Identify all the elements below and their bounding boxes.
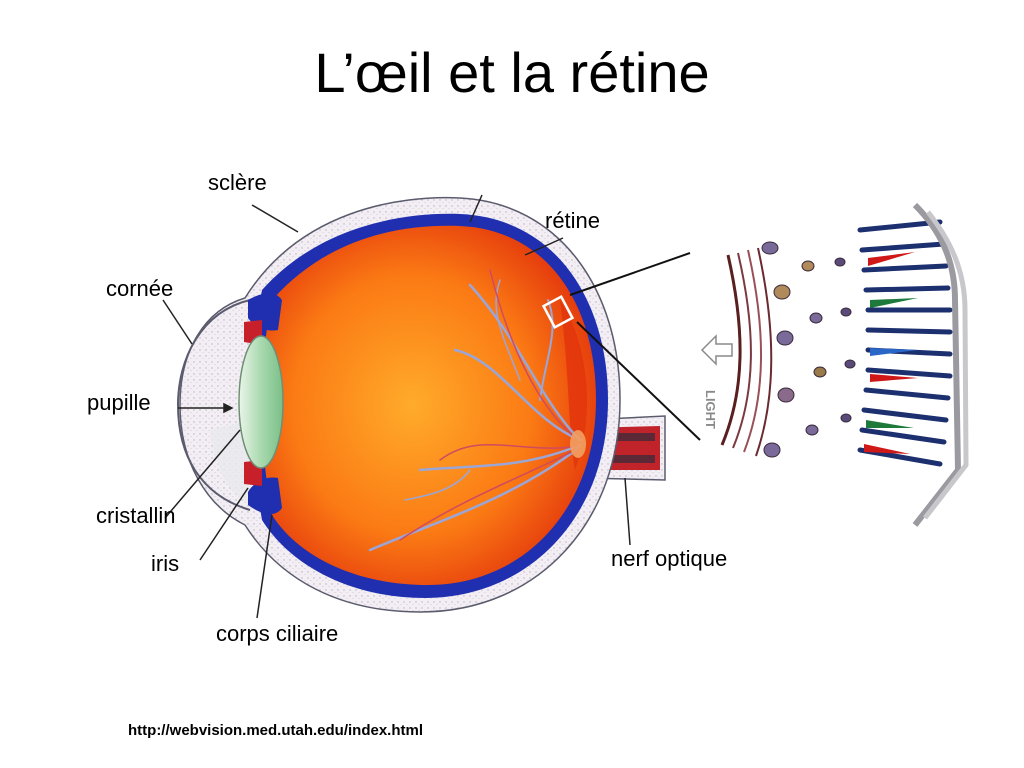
iris-ciliary <box>244 293 282 515</box>
blood-vessels <box>368 269 582 552</box>
retina-inset: LIGHT <box>700 202 969 527</box>
label-cornee: cornée <box>106 276 174 301</box>
page-title: L’œil et la rétine <box>314 41 710 104</box>
ganglion-cells <box>761 241 856 458</box>
label-iris: iris <box>151 551 180 576</box>
photoreceptors <box>857 219 953 467</box>
label-pupille: pupille <box>87 390 151 415</box>
source-link[interactable]: http://webvision.med.utah.edu/index.html <box>128 722 424 739</box>
inset-light-label: LIGHT <box>703 390 718 429</box>
label-retine: rétine <box>545 208 601 233</box>
leader-lines <box>162 194 631 619</box>
light-arrow-icon <box>700 334 733 366</box>
label-corps-ciliaire: corps ciliaire <box>216 621 339 646</box>
cornea <box>176 299 251 511</box>
label-nerf-optique: nerf optique <box>611 546 728 571</box>
label-sclere: sclère <box>208 170 267 195</box>
vitreous-body <box>262 225 596 585</box>
retina-sample-box <box>541 295 575 329</box>
label-cristallin: cristallin <box>96 503 176 528</box>
lens <box>238 335 284 469</box>
